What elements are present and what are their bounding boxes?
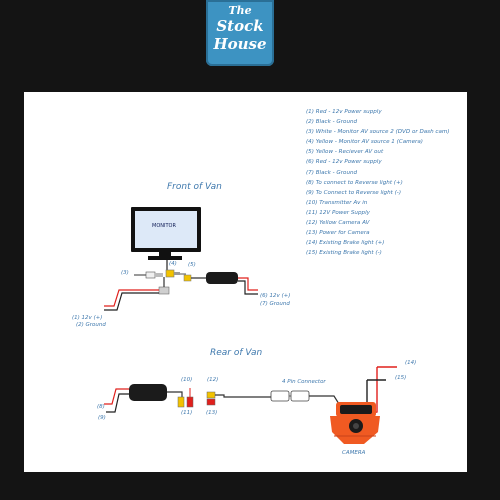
label-4: (4): [169, 261, 177, 267]
the-stock-house-logo: The Stock House: [206, 0, 274, 66]
wire-legend: (1) Red - 12v Power supply (2) Black - G…: [306, 107, 450, 258]
legend-item: (14) Existing Brake light (+): [306, 240, 385, 247]
label-14: (14): [405, 360, 417, 366]
label-6: (6) 12v (+): [260, 293, 291, 299]
legend-item: (15) Existing Brake light (-): [306, 250, 382, 257]
receiver-box: [206, 272, 238, 284]
monitor-icon: [131, 207, 201, 260]
power-barrel-connector: [158, 286, 170, 295]
four-pin-connector-label: 4 Pin Connector: [282, 379, 326, 385]
legend-item: (7) Black - Ground: [306, 169, 358, 176]
label-11: (11): [181, 410, 193, 416]
wiring-diagram-graphics: [104, 207, 397, 444]
legend-item: (10) Transmitter Av in: [306, 199, 368, 206]
label-8: (8): [97, 404, 105, 410]
logo-line-3: House: [213, 35, 267, 53]
rear-of-van-title: Rear of Van: [210, 348, 263, 358]
monitor-label: MONITOR: [152, 223, 176, 229]
label-9: (9): [98, 415, 106, 421]
legend-item: (8) To connect to Reverse light (+): [306, 179, 403, 186]
camera-label: CAMERA: [342, 450, 366, 456]
legend-item: (11) 12V Power Supply: [306, 209, 370, 216]
legend-item: (5) Yellow - Reciever AV out: [306, 149, 384, 156]
logo-line-1: The: [228, 4, 252, 17]
label-12: (12): [207, 377, 219, 383]
legend-item: (4) Yellow - Monitor AV source 1 (Camera…: [306, 139, 423, 146]
logo-line-2: Stock: [216, 17, 264, 35]
white-rca-plug: [134, 271, 163, 279]
yellow-rca-plug-monitor: [165, 269, 180, 278]
label-13: (13): [206, 410, 218, 416]
four-pin-connector: [270, 390, 310, 402]
label-1: (1) 12v (+): [72, 315, 103, 321]
transmitter-av-plug: [177, 396, 185, 408]
transmitter-power-plug: [186, 396, 194, 408]
label-10: (10): [181, 377, 193, 383]
legend-item: (13) Power for Camera: [306, 230, 370, 237]
label-3: (3): [121, 270, 129, 276]
legend-item: (2) Black - Ground: [306, 119, 358, 126]
front-of-van-title: Front of Van: [167, 182, 222, 192]
label-2: (2) Ground: [76, 322, 106, 328]
label-15: (15): [395, 375, 407, 381]
label-5: (5): [188, 262, 196, 268]
camera-av-plug: [206, 391, 216, 399]
legend-item: (12) Yellow Camera AV: [306, 220, 370, 227]
legend-item: (9) To Connect to Reverse light (-): [306, 189, 402, 196]
transmitter-box: [129, 384, 167, 401]
wiring-diagram-sheet: (1) Red - 12v Power supply (2) Black - G…: [24, 92, 467, 472]
legend-item: (6) Red - 12v Power supply: [306, 159, 382, 166]
legend-item: (3) White - Monitor AV source 2 (DVD or …: [306, 129, 450, 136]
label-7: (7) Ground: [260, 301, 290, 307]
legend-item: (1) Red - 12v Power supply: [306, 109, 382, 115]
camera-power-plug: [206, 398, 216, 406]
camera-icon: [330, 402, 380, 444]
